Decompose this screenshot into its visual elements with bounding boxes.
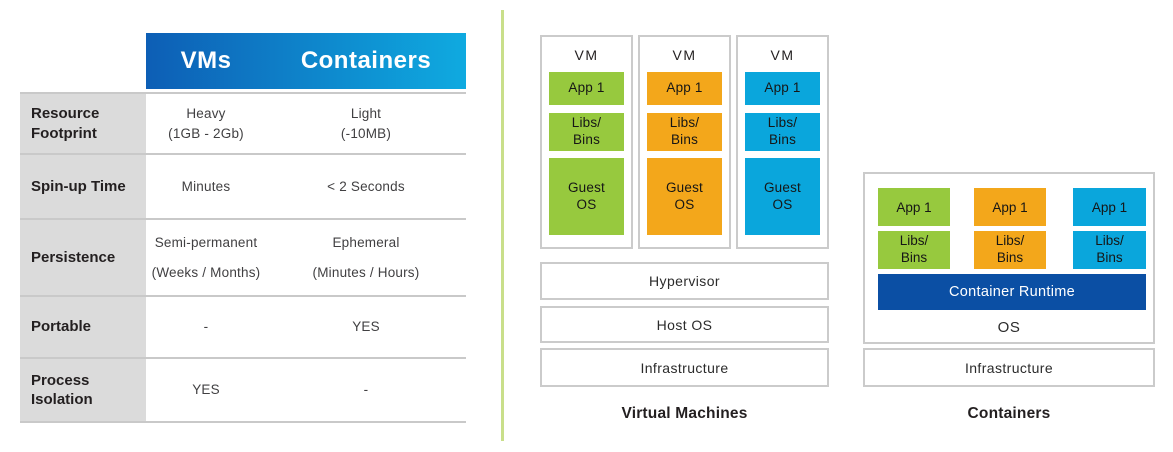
cell-containers-value: < 2 Seconds [327, 178, 405, 194]
infrastructure-box: Infrastructure [540, 348, 829, 387]
cell-containers-value: Ephemeral (Minutes / Hours) [312, 235, 420, 280]
infrastructure-box: Infrastructure [863, 348, 1155, 387]
container-app-box: App 1 [1073, 188, 1146, 226]
cell-vms-value: Semi-permanent (Weeks / Months) [151, 235, 261, 280]
container-runtime-bar: Container Runtime [878, 274, 1146, 310]
vm-title: VM [770, 47, 795, 63]
cell-vms-value: Heavy (1GB - 2Gb) [168, 105, 244, 141]
container-app-box: App 1 [878, 188, 950, 226]
vm-libs-layer: Libs/ Bins [549, 113, 624, 151]
cell-vms-value: Minutes [181, 178, 231, 194]
vm-guest-os-layer: Guest OS [549, 158, 624, 235]
vm-guest-os-layer: Guest OS [647, 158, 722, 235]
container-column: App 1 Libs/ Bins [878, 188, 950, 269]
table-header: VMs Containers [146, 33, 466, 89]
container-column: App 1 Libs/ Bins [1073, 188, 1146, 269]
cell-containers-value: Light (-10MB) [340, 105, 392, 141]
table-row-resource-footprint: Resource Footprint Heavy (1GB - 2Gb) Lig… [20, 92, 466, 153]
cell-containers-value: - [363, 382, 369, 398]
cell-containers-value: YES [352, 319, 380, 335]
cell-vms-value: YES [192, 382, 220, 398]
table-body: Resource Footprint Heavy (1GB - 2Gb) Lig… [20, 92, 466, 423]
column-header-containers: Containers [300, 47, 432, 74]
row-label: Process Isolation [20, 359, 146, 421]
table-row-persistence: Persistence Semi-permanent (Weeks / Mont… [20, 218, 466, 295]
cell-vms-value: - [203, 319, 209, 335]
container-column: App 1 Libs/ Bins [974, 188, 1046, 269]
vm-guest-os-layer: Guest OS [745, 158, 820, 235]
vm-app-layer: App 1 [745, 72, 820, 105]
hypervisor-box: Hypervisor [540, 262, 829, 300]
row-label: Portable [20, 297, 146, 357]
row-label: Persistence [20, 220, 146, 295]
vm-title: VM [672, 47, 697, 63]
vm-diagram-caption: Virtual Machines [621, 405, 748, 422]
vm-box: VM App 1 Libs/ Bins Guest OS [540, 35, 633, 249]
vm-box: VM App 1 Libs/ Bins Guest OS [638, 35, 731, 249]
os-label: OS [997, 318, 1021, 336]
vm-app-layer: App 1 [647, 72, 722, 105]
container-libs-box: Libs/ Bins [1073, 231, 1146, 269]
container-host-box: App 1 Libs/ Bins App 1 Libs/ Bins App 1 … [863, 172, 1155, 344]
vm-libs-layer: Libs/ Bins [647, 113, 722, 151]
host-os-box: Host OS [540, 306, 829, 343]
container-libs-box: Libs/ Bins [974, 231, 1046, 269]
vm-title: VM [574, 47, 599, 63]
table-row-portable: Portable - YES [20, 295, 466, 357]
row-label: Resource Footprint [20, 94, 146, 153]
section-divider [501, 10, 504, 441]
column-header-vms: VMs [180, 47, 232, 74]
vm-libs-layer: Libs/ Bins [745, 113, 820, 151]
container-app-box: App 1 [974, 188, 1046, 226]
row-label: Spin-up Time [20, 155, 146, 218]
containers-diagram-caption: Containers [967, 405, 1051, 422]
table-row-process-isolation: Process Isolation YES - [20, 357, 466, 423]
container-libs-box: Libs/ Bins [878, 231, 950, 269]
vm-box: VM App 1 Libs/ Bins Guest OS [736, 35, 829, 249]
table-row-spin-up-time: Spin-up Time Minutes < 2 Seconds [20, 153, 466, 218]
vm-app-layer: App 1 [549, 72, 624, 105]
